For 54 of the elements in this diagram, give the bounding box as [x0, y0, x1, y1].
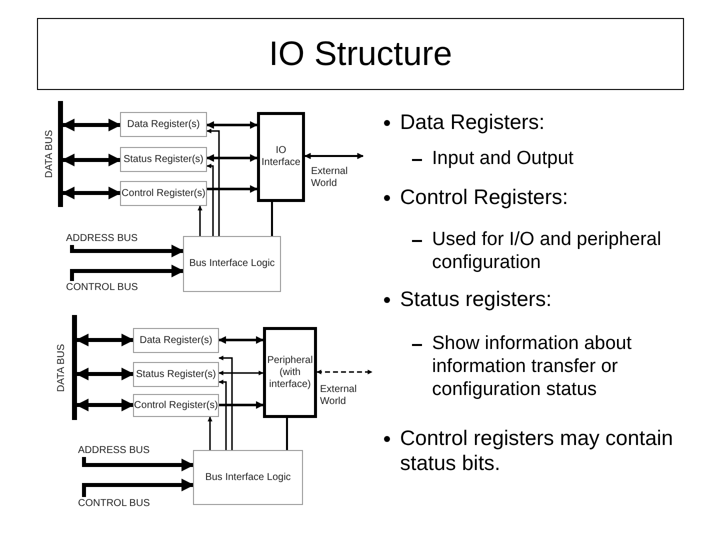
arrow [218, 370, 264, 376]
register-box: Control Register(s) [133, 394, 219, 417]
world-label: External World [320, 366, 372, 408]
bus-label: DATA BUS [56, 344, 68, 392]
register-box: Data Register(s) [133, 328, 219, 353]
arrow [219, 401, 264, 409]
sub-bullet-text: Show information about information transfer or configuration status [432, 332, 633, 401]
bus-label: CONTROL BUS [66, 281, 156, 294]
bus-label: CONTROL BUS [78, 497, 168, 510]
connector-line [286, 418, 288, 450]
data-bus-bar [56, 315, 77, 420]
arrow [206, 154, 258, 162]
arrow [82, 457, 194, 472]
slide-title: IO Structure [268, 34, 452, 74]
arrow [70, 244, 184, 258]
arrow [198, 206, 202, 236]
arrow [208, 416, 212, 450]
bullet-text: Data Registers: [400, 110, 546, 135]
arrow [304, 152, 364, 160]
arrow [206, 164, 214, 236]
world-label: External World [311, 150, 363, 190]
interface-box: IO Interface [257, 112, 305, 202]
sub-bullet-text: Used for I/O and peripheral configuration [432, 228, 662, 274]
bus-label: ADDRESS BUS [78, 444, 168, 457]
arrow [316, 370, 372, 374]
bus-label: DATA BUS [44, 130, 56, 178]
sub-bullet-text: Input and Output [432, 147, 575, 170]
arrow [62, 118, 122, 132]
arrow [70, 264, 184, 281]
bus-label: ADDRESS BUS [66, 232, 156, 245]
bullet-text: Control Registers: [400, 185, 570, 210]
connector-line [271, 202, 273, 236]
arrow [76, 334, 134, 346]
arrow [62, 186, 122, 200]
bullet-text: Control registers may contain status bits. [400, 426, 674, 476]
bus-interface-box: Bus Interface Logic [193, 450, 303, 505]
bus-interface-box: Bus Interface Logic [183, 236, 281, 292]
register-box: Status Register(s) [120, 147, 207, 172]
arrow [218, 336, 264, 344]
register-box: Control Register(s) [120, 181, 207, 206]
arrow [218, 356, 233, 450]
arrow [82, 478, 194, 497]
register-box: Data Register(s) [120, 112, 207, 137]
register-box: Status Register(s) [133, 362, 219, 387]
arrow [76, 398, 134, 412]
arrow [76, 368, 134, 380]
arrow [206, 128, 220, 236]
arrow [207, 185, 258, 193]
data-bus-bar [44, 101, 63, 207]
interface-box: Peripheral (with interface) [263, 327, 317, 418]
bullet-text: Status registers: [400, 287, 553, 312]
arrow [206, 121, 258, 129]
arrow [62, 154, 122, 166]
arrow [218, 380, 227, 450]
